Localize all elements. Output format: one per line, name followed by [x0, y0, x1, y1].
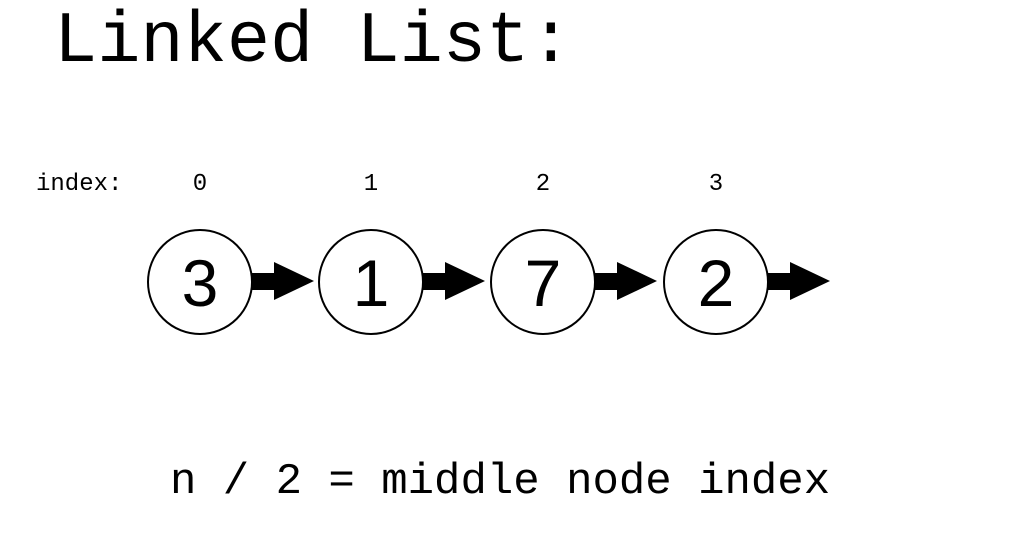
next-arrow-3	[768, 262, 830, 300]
node-index-0: 0	[192, 171, 208, 198]
list-node-3: 2	[663, 229, 769, 335]
list-node-1: 1	[318, 229, 424, 335]
list-node-0: 3	[147, 229, 253, 335]
index-label: index:	[36, 171, 123, 198]
next-arrow-1	[423, 262, 485, 300]
arrow-head	[790, 262, 830, 300]
arrow-shaft	[768, 273, 792, 290]
node-index-2: 2	[535, 171, 551, 198]
arrow-shaft	[595, 273, 619, 290]
node-index-3: 3	[708, 171, 724, 198]
page-title: Linked List:	[54, 1, 573, 83]
arrow-shaft	[252, 273, 276, 290]
next-arrow-0	[252, 262, 314, 300]
arrow-head	[617, 262, 657, 300]
node-value-3: 2	[698, 246, 735, 320]
node-value-2: 7	[525, 246, 562, 320]
arrow-head	[274, 262, 314, 300]
next-arrow-2	[595, 262, 657, 300]
arrow-head	[445, 262, 485, 300]
middle-index-formula: n / 2 = middle node index	[170, 457, 831, 507]
list-node-2: 7	[490, 229, 596, 335]
node-value-1: 1	[353, 246, 390, 320]
node-value-0: 3	[182, 246, 219, 320]
arrow-shaft	[423, 273, 447, 290]
node-index-1: 1	[363, 171, 379, 198]
